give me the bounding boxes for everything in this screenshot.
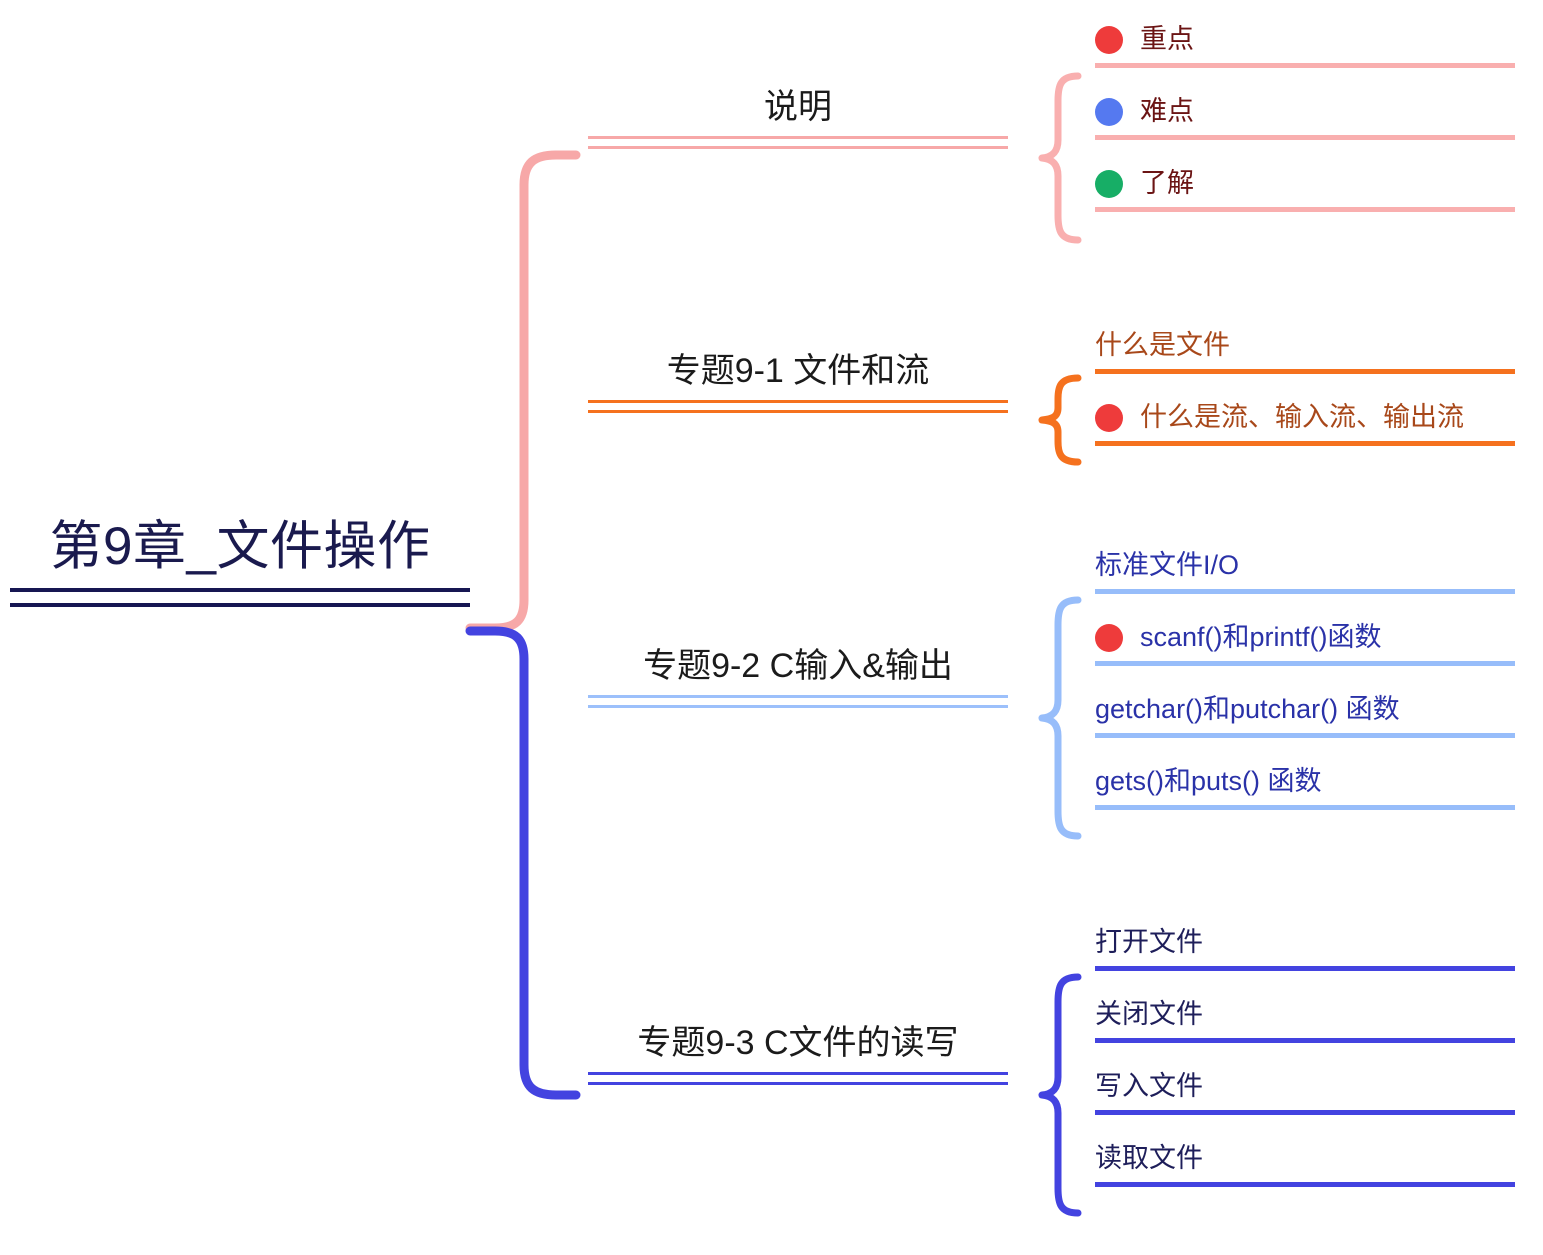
leaf-item-3-4[interactable]: gets()和puts() 函数 <box>1095 764 1515 811</box>
leaf-item-4-2[interactable]: 关闭文件 <box>1095 997 1515 1044</box>
leaf-item-1-2[interactable]: 难点 <box>1095 94 1515 141</box>
leaf-group-3: 标准文件I/O scanf()和printf()函数 getchar()和put… <box>1095 548 1515 811</box>
brace-orange <box>1038 374 1082 466</box>
branch-node-1[interactable]: 说明 <box>588 86 1008 149</box>
leaf-label-1-2: 难点 <box>1140 96 1194 127</box>
branch-underline-2 <box>588 399 1008 413</box>
branch-label-1: 说明 <box>764 88 832 126</box>
leaf-item-2-2[interactable]: 什么是流、输入流、输出流 <box>1095 400 1515 447</box>
leaf-underline-2-2 <box>1095 441 1515 447</box>
root-label: 第9章_文件操作 <box>49 517 431 576</box>
leaf-underline-1-2 <box>1095 135 1515 141</box>
leaf-label-4-3: 写入文件 <box>1095 1071 1203 1102</box>
leaf-label-2-2: 什么是流、输入流、输出流 <box>1140 402 1464 433</box>
leaf-item-3-2[interactable]: scanf()和printf()函数 <box>1095 620 1515 667</box>
branch-label-3: 专题9-2 C输入&输出 <box>643 647 953 685</box>
leaf-underline-4-4 <box>1095 1182 1515 1188</box>
leaf-item-4-4[interactable]: 读取文件 <box>1095 1141 1515 1188</box>
leaf-label-3-2: scanf()和printf()函数 <box>1140 622 1382 653</box>
leaf-underline-4-1 <box>1095 966 1515 972</box>
leaf-group-4: 打开文件 关闭文件 写入文件 读取文件 <box>1095 925 1515 1188</box>
leaf-underline-3-3 <box>1095 733 1515 739</box>
branch-underline-1 <box>588 135 1008 149</box>
branch-node-2[interactable]: 专题9-1 文件和流 <box>588 350 1008 413</box>
branch-node-4[interactable]: 专题9-3 C文件的读写 <box>588 1022 1008 1085</box>
brace-pink <box>1038 72 1082 244</box>
leaf-group-2: 什么是文件 什么是流、输入流、输出流 <box>1095 328 1515 447</box>
branch-label-4: 专题9-3 C文件的读写 <box>637 1024 959 1062</box>
leaf-item-3-3[interactable]: getchar()和putchar() 函数 <box>1095 692 1515 739</box>
leaf-underline-4-2 <box>1095 1038 1515 1044</box>
brace-light-blue <box>1038 596 1082 840</box>
leaf-label-3-4: gets()和puts() 函数 <box>1095 766 1322 797</box>
leaf-label-4-4: 读取文件 <box>1095 1143 1203 1174</box>
leaf-label-3-3: getchar()和putchar() 函数 <box>1095 694 1400 725</box>
branch-node-3[interactable]: 专题9-2 C输入&输出 <box>588 645 1008 708</box>
leaf-label-2-1: 什么是文件 <box>1095 330 1230 360</box>
leaf-label-4-2: 关闭文件 <box>1095 999 1203 1030</box>
connector-root-to-branch-1 <box>465 150 581 633</box>
leaf-label-1-1: 重点 <box>1140 24 1194 54</box>
leaf-item-1-3[interactable]: 了解 <box>1095 166 1515 213</box>
leaf-underline-3-1 <box>1095 589 1515 595</box>
leaf-underline-1-3 <box>1095 207 1515 213</box>
leaf-item-4-3[interactable]: 写入文件 <box>1095 1069 1515 1116</box>
leaf-underline-1-1 <box>1095 63 1515 69</box>
root-node[interactable]: 第9章_文件操作 <box>10 515 470 607</box>
red-dot-icon <box>1095 403 1123 432</box>
leaf-label-1-3: 了解 <box>1140 168 1194 199</box>
leaf-label-4-1: 打开文件 <box>1095 927 1203 957</box>
red-dot-icon <box>1095 25 1123 54</box>
red-dot-icon <box>1095 623 1123 652</box>
leaf-item-2-1[interactable]: 什么是文件 <box>1095 328 1515 375</box>
leaf-underline-3-4 <box>1095 805 1515 811</box>
branch-underline-4 <box>588 1071 1008 1085</box>
leaf-underline-3-2 <box>1095 661 1515 667</box>
root-underline <box>10 587 470 607</box>
leaf-group-1: 重点 难点 了解 <box>1095 22 1515 213</box>
green-dot-icon <box>1095 169 1123 198</box>
leaf-item-1-1[interactable]: 重点 <box>1095 22 1515 69</box>
leaf-underline-4-3 <box>1095 1110 1515 1116</box>
leaf-item-4-1[interactable]: 打开文件 <box>1095 925 1515 972</box>
leaf-underline-2-1 <box>1095 369 1515 375</box>
branch-label-2: 专题9-1 文件和流 <box>666 352 930 390</box>
connector-root-to-branch-4 <box>465 626 581 1100</box>
leaf-item-3-1[interactable]: 标准文件I/O <box>1095 548 1515 595</box>
blue-dot-icon <box>1095 97 1123 126</box>
branch-underline-3 <box>588 694 1008 708</box>
leaf-label-3-1: 标准文件I/O <box>1095 550 1240 580</box>
brace-navy <box>1038 973 1082 1217</box>
